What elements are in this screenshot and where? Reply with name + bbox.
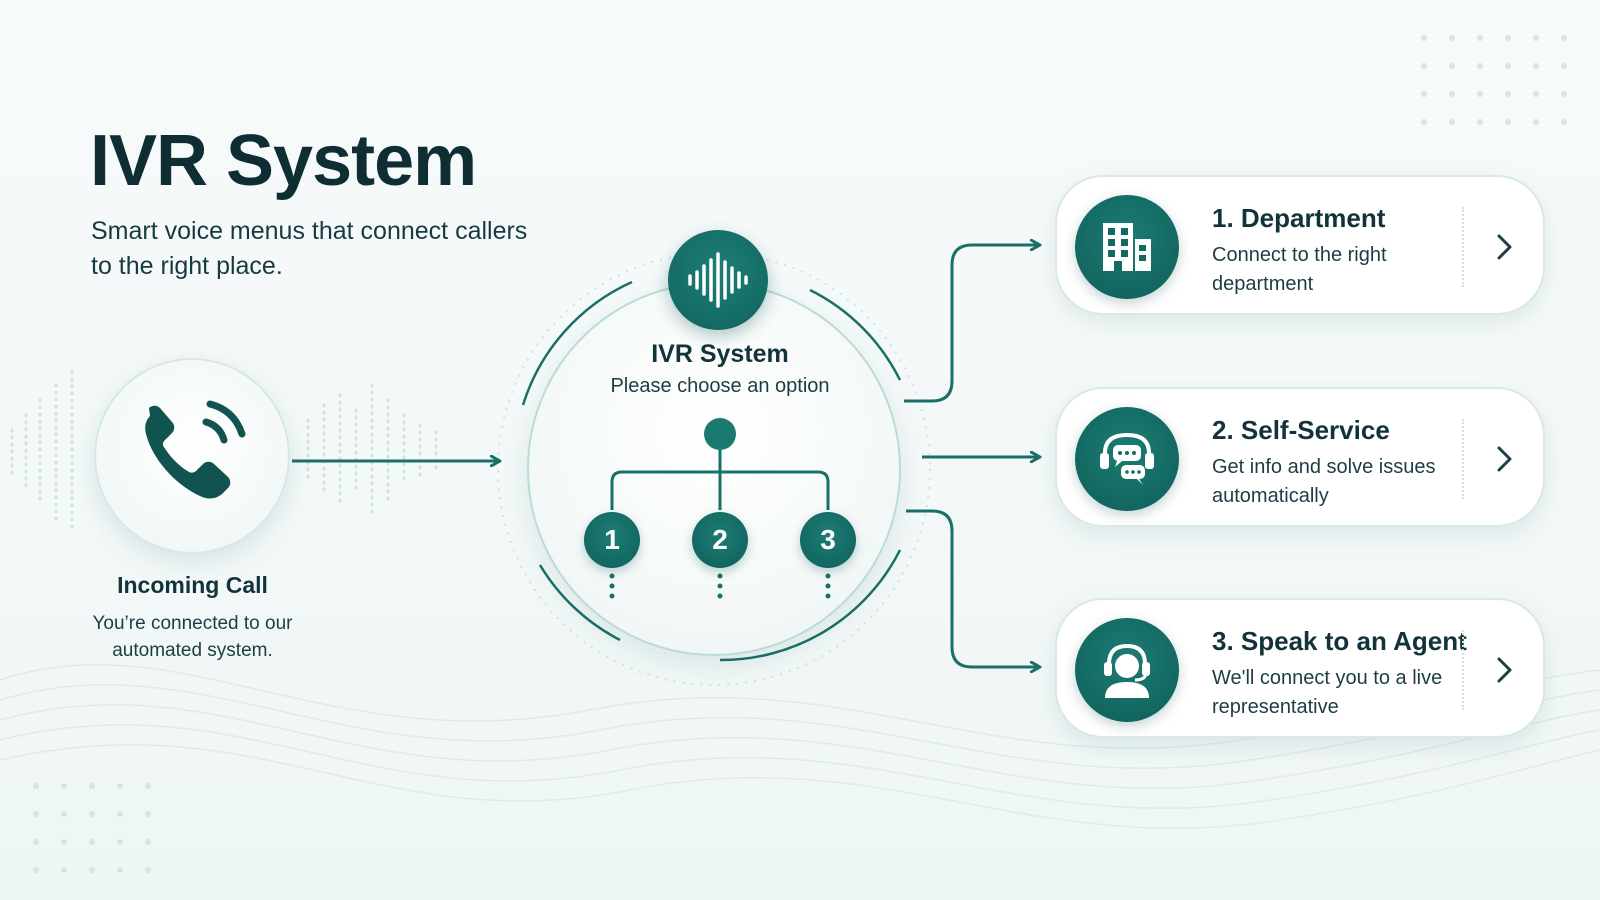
option-description: Get info and solve issues automatically bbox=[1212, 456, 1436, 507]
menu-node-1[interactable]: 1 bbox=[584, 512, 640, 568]
option-description: We'll connect you to a live representati… bbox=[1212, 667, 1443, 718]
option-card-self-service[interactable]: 2. Self-Service Get info and solve issue… bbox=[1055, 387, 1545, 527]
ivr-hub-circle[interactable] bbox=[527, 282, 901, 656]
option-title: 1. Department bbox=[1212, 203, 1386, 233]
option-card-department[interactable]: 1. Department Connect to the right depar… bbox=[1055, 175, 1545, 315]
option-icon-badge bbox=[1075, 195, 1179, 299]
incoming-call-title: Incoming Call bbox=[117, 572, 268, 598]
ivr-hub-title: IVR System bbox=[651, 340, 789, 368]
sound-wave-left bbox=[10, 370, 74, 534]
sound-wave-icon bbox=[688, 252, 748, 308]
option-description: Connect to the right department bbox=[1212, 244, 1387, 295]
ivr-hub-badge bbox=[668, 230, 768, 330]
ivr-hub-prompt: Please choose an option bbox=[610, 375, 830, 397]
option-card-agent[interactable]: 3. Speak to an Agent We'll connect you t… bbox=[1055, 598, 1545, 738]
incoming-call-description: You’re connected to our automated system… bbox=[92, 613, 293, 661]
building-icon bbox=[1103, 223, 1151, 271]
option-title: 3. Speak to an Agent bbox=[1212, 626, 1467, 656]
menu-node-2[interactable]: 2 bbox=[692, 512, 748, 568]
option-icon-badge bbox=[1075, 618, 1179, 722]
page-title: IVR System bbox=[90, 121, 477, 201]
page-subtitle: Smart voice menus that connect callers t… bbox=[91, 217, 528, 280]
headset-chat-icon bbox=[1100, 432, 1154, 485]
menu-node-3[interactable]: 3 bbox=[800, 512, 856, 568]
chevron-right-icon[interactable] bbox=[1494, 232, 1516, 262]
sound-wave-right bbox=[306, 383, 438, 517]
menu-tree bbox=[609, 418, 831, 599]
dot-grid-top-right bbox=[1421, 35, 1567, 125]
menu-root-node bbox=[704, 418, 736, 450]
agent-icon bbox=[1104, 643, 1150, 698]
option-icon-badge bbox=[1075, 407, 1179, 511]
chevron-right-icon[interactable] bbox=[1494, 655, 1516, 685]
connector-department bbox=[904, 245, 1040, 403]
dot-grid-bottom-left bbox=[33, 783, 151, 873]
connector-agent bbox=[906, 509, 1040, 667]
card-divider bbox=[1462, 630, 1464, 710]
option-title: 2. Self-Service bbox=[1212, 415, 1390, 445]
phone-ringing-icon bbox=[145, 400, 246, 499]
card-divider bbox=[1462, 419, 1464, 499]
chevron-right-icon[interactable] bbox=[1494, 444, 1516, 474]
incoming-call-circle[interactable] bbox=[94, 358, 290, 554]
menu-leaf-dots bbox=[609, 573, 831, 599]
card-divider bbox=[1462, 207, 1464, 287]
